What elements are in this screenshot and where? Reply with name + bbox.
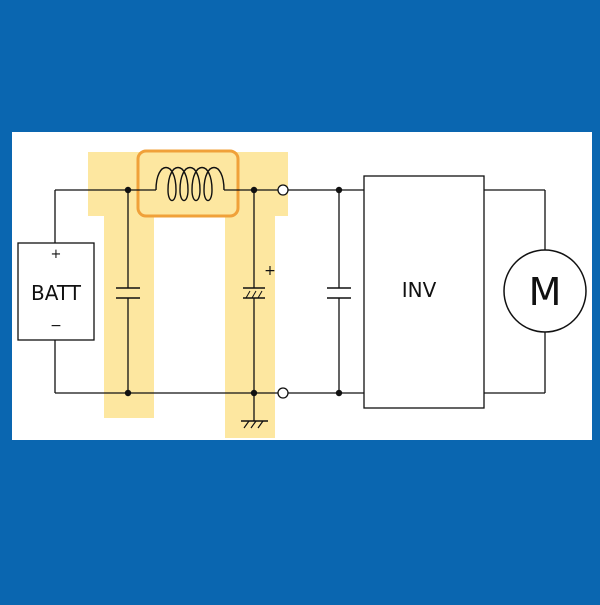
battery-box — [17, 242, 95, 341]
wires — [54, 167, 546, 429]
terminals — [277, 184, 289, 399]
junction-dots — [124, 186, 343, 397]
terminal-bottom — [277, 387, 289, 399]
battery-plus-label: + — [51, 247, 62, 262]
ground-hatch — [243, 420, 264, 429]
inductor-coil — [155, 167, 225, 202]
motor-label: M — [529, 270, 562, 314]
battery-minus-label: − — [50, 318, 62, 334]
inverter-label: INV — [402, 278, 437, 302]
motor-circle — [503, 249, 587, 333]
cap2-plus-label: + — [264, 263, 276, 279]
highlight-left-column — [104, 216, 154, 418]
cap2-hatch — [245, 290, 263, 299]
terminal-top — [277, 184, 289, 196]
battery-label: BATT — [31, 281, 82, 305]
inverter-box — [363, 175, 485, 409]
inductor-highlight-box — [136, 149, 240, 218]
highlight-right-column — [225, 216, 275, 438]
